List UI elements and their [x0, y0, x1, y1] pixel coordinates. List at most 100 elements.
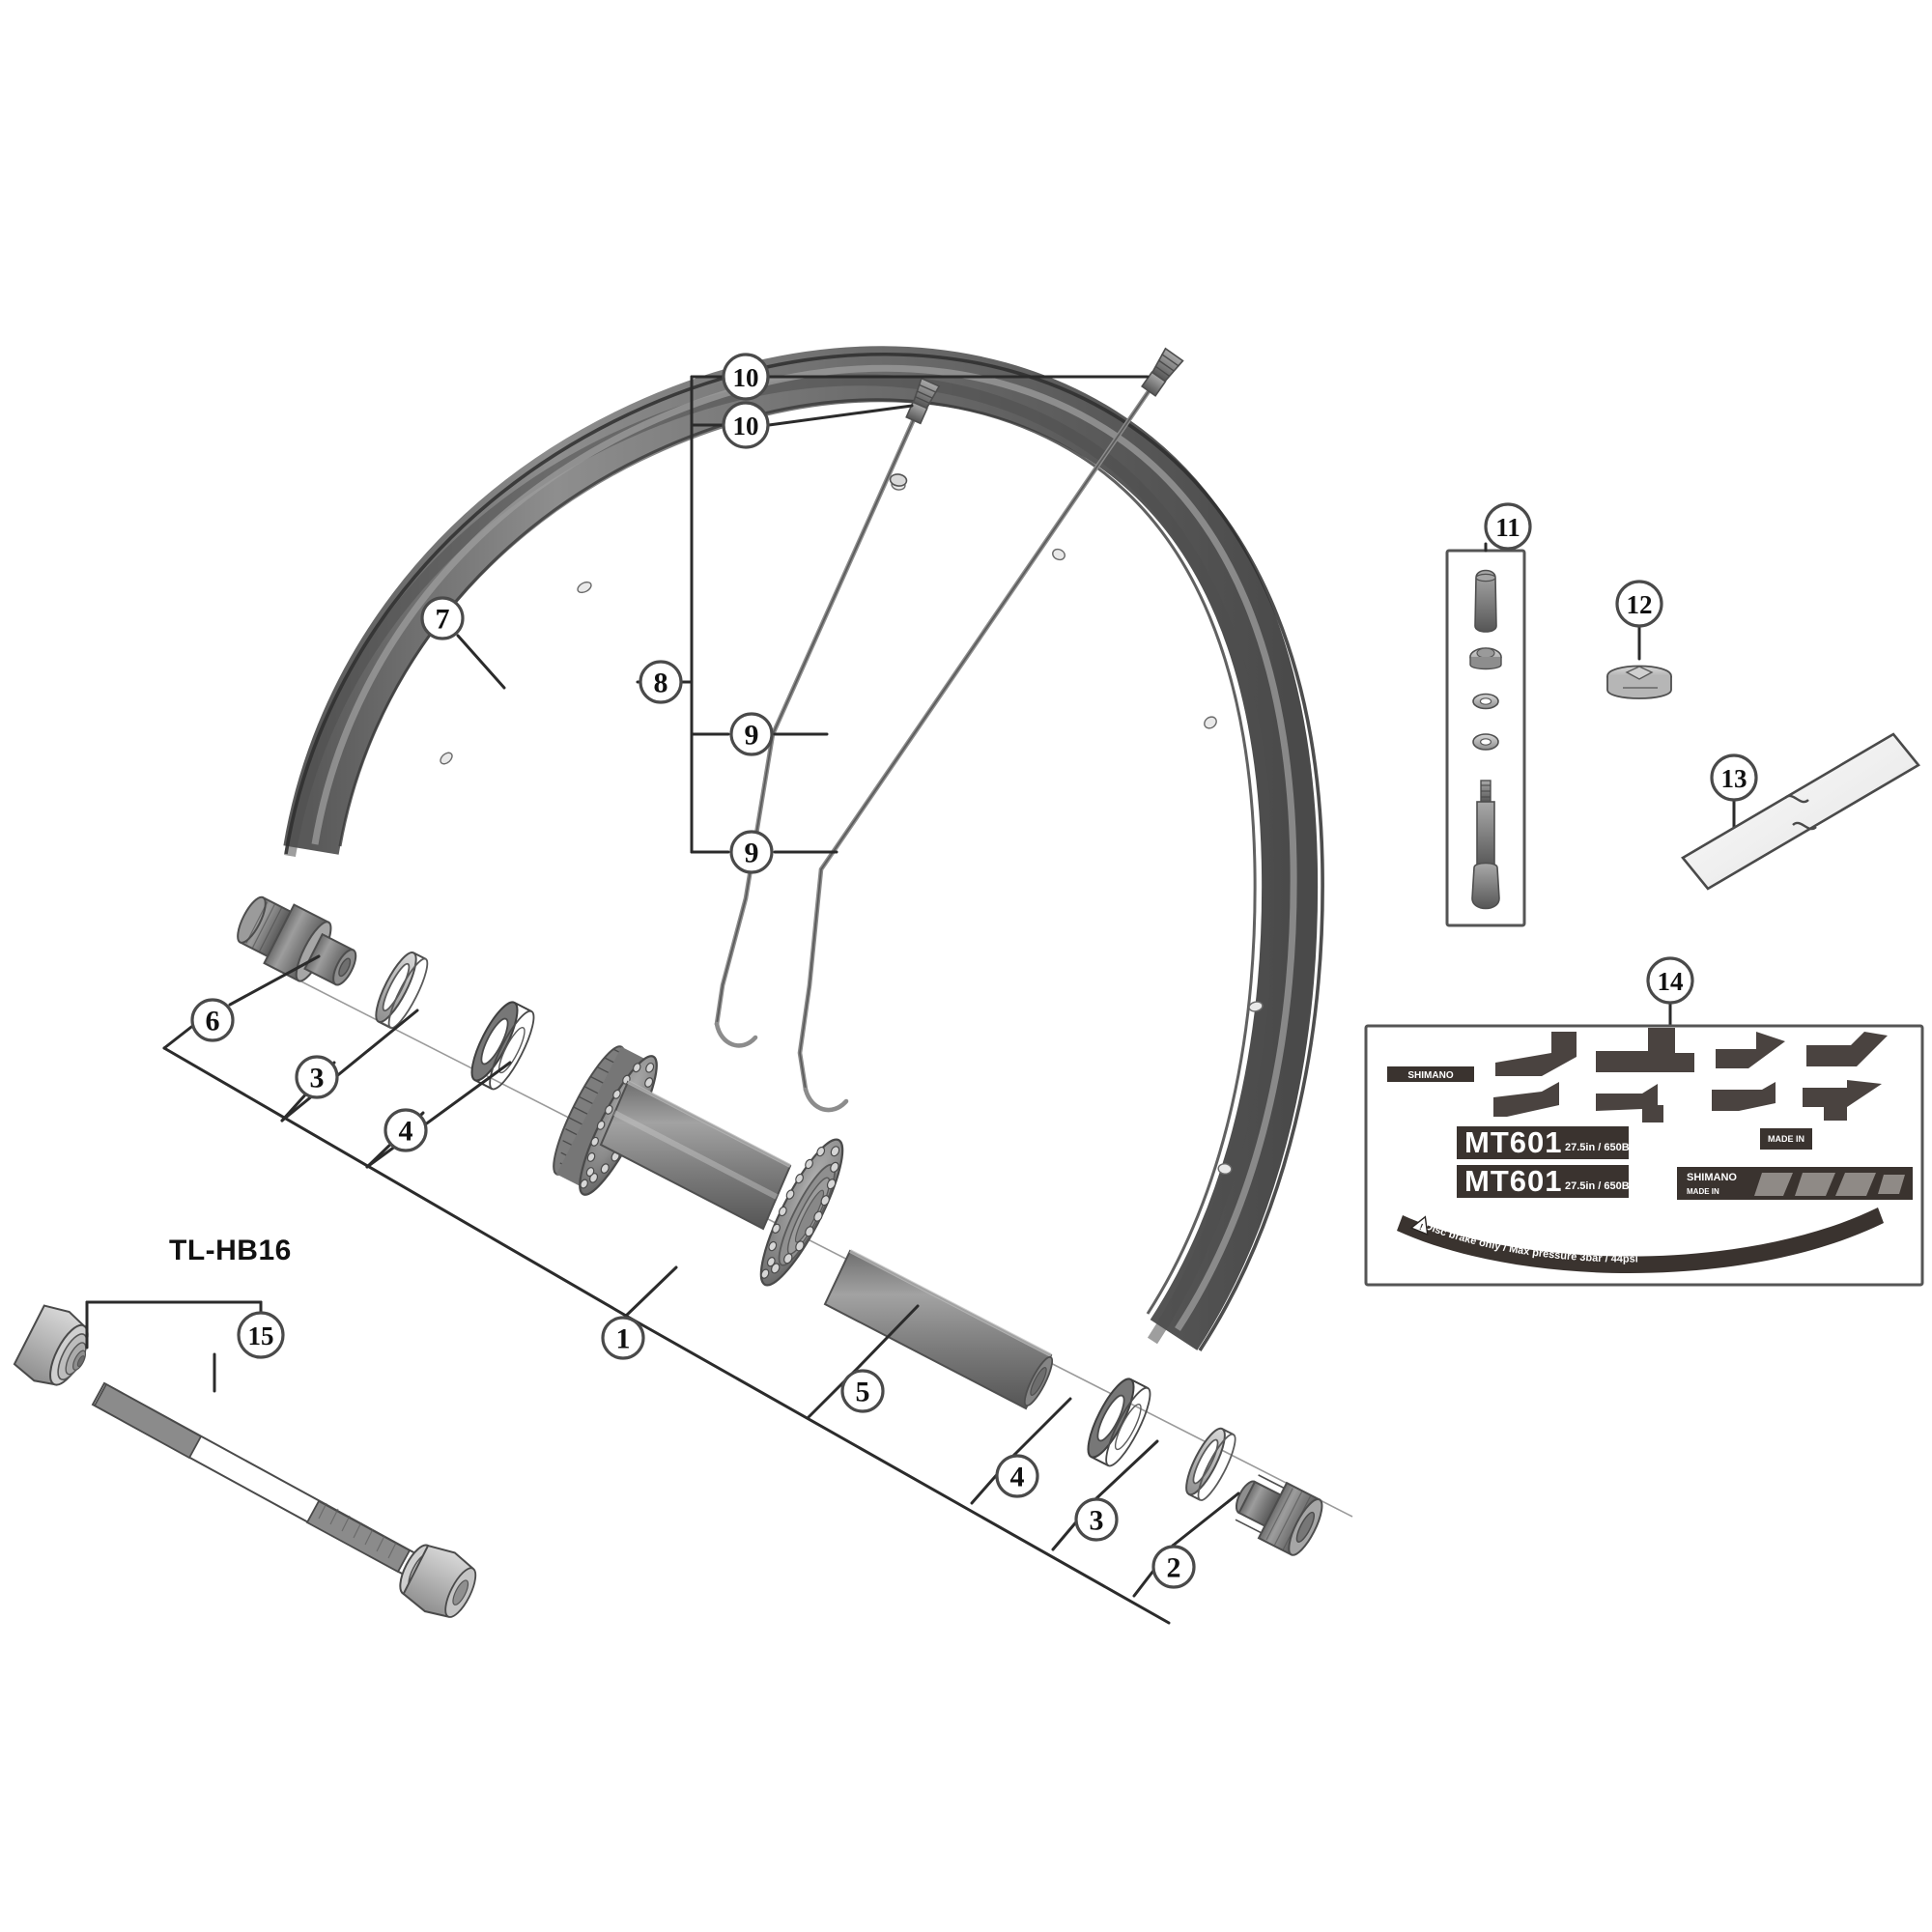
rim [283, 346, 1324, 1351]
decal-made-in-text: MADE IN [1768, 1134, 1804, 1144]
leader-lines-top [456, 375, 1150, 854]
callout-number: 5 [856, 1377, 870, 1408]
callout-circle [1151, 1545, 1196, 1589]
callout-10-nipple-long[interactable]: 10 [722, 353, 770, 401]
decal-model-sub-1: 27.5in / 650B [1565, 1142, 1630, 1153]
callout-5-axle-spacer[interactable]: 5 [840, 1369, 885, 1413]
callout-9-spoke-b[interactable]: 9 [729, 830, 774, 874]
decal-logo-made-in-text: MADE IN [1687, 1187, 1719, 1196]
tool-model-label: TL-HB16 [169, 1235, 292, 1266]
decal-model-strip-1: MT601 27.5in / 650B [1457, 1125, 1630, 1159]
valve-lock-nut [1606, 621, 1672, 699]
spoke-long [797, 379, 1158, 1113]
callout-number: 3 [310, 1063, 325, 1094]
end-cap-right [1235, 1474, 1323, 1556]
callout-number: 9 [745, 838, 759, 869]
tl-hb16-tool [13, 1300, 477, 1618]
decal-logo-strip: SHIMANO MADE IN [1677, 1167, 1913, 1200]
callout-number: 4 [1010, 1462, 1025, 1493]
decal-made-in-strip: MADE IN [1760, 1128, 1812, 1150]
callout-number: 15 [248, 1321, 274, 1350]
callout-circle [1615, 580, 1663, 628]
callout-7-rim[interactable]: 7 [420, 596, 465, 640]
callout-number: 12 [1627, 590, 1653, 619]
callout-4-bearing-right[interactable]: 4 [995, 1454, 1039, 1498]
spoke-short [714, 408, 921, 1048]
decal-chevrons [1493, 1028, 1888, 1122]
callout-11-valve-kit-panel[interactable]: 11 [1484, 502, 1532, 551]
callout-6-end-cap-left[interactable]: 6 [190, 998, 235, 1042]
callout-layer: 10 10 7 8 9 9 11 12 13 14 6 3 4 1 15 5 4 3 2 [190, 353, 1758, 1589]
callout-number: 9 [745, 720, 759, 752]
callout-circle [1484, 502, 1532, 551]
valve-nut-icon [1469, 647, 1502, 670]
bearing-right [1087, 1378, 1151, 1467]
callout-circle [722, 401, 770, 449]
callout-number: 1 [616, 1323, 631, 1355]
callout-3-seal-right[interactable]: 3 [1074, 1497, 1119, 1542]
callout-circle [420, 596, 465, 640]
callout-number: 3 [1090, 1505, 1104, 1537]
callout-8-spoke-bracket[interactable]: 8 [639, 660, 683, 704]
valve-kit-panel [1445, 542, 1526, 927]
callout-1-hub-shell[interactable]: 1 [601, 1316, 645, 1360]
callout-14-decal-sheet-panel[interactable]: 14 [1646, 956, 1694, 1005]
callout-circle [995, 1454, 1039, 1498]
callout-3-seal-left[interactable]: 3 [295, 1055, 339, 1099]
callout-circle [237, 1311, 285, 1359]
decal-model-strip-2: MT601 27.5in / 650B [1457, 1164, 1630, 1198]
callout-10-nipple-short[interactable]: 10 [722, 401, 770, 449]
decal-model-sub-2: 27.5in / 650B [1565, 1180, 1630, 1192]
decal-logo-brand-text: SHIMANO [1687, 1172, 1737, 1183]
callout-circle [729, 712, 774, 756]
callout-15-tl-hb16-tool[interactable]: 15 [237, 1311, 285, 1359]
callout-number: 8 [654, 668, 668, 699]
callout-number: 4 [399, 1116, 413, 1148]
callout-number: 10 [733, 412, 759, 440]
callout-circle [295, 1055, 339, 1099]
callout-circle [639, 660, 683, 704]
callout-circle [729, 830, 774, 874]
decal-model-text-1: MT601 [1464, 1125, 1562, 1159]
callout-number: 7 [436, 604, 450, 636]
spoke-nipple-long [1141, 347, 1184, 397]
callout-number: 11 [1495, 513, 1520, 542]
spoke-group [714, 347, 1184, 1113]
callout-number: 2 [1167, 1552, 1181, 1584]
callout-circle [1074, 1497, 1119, 1542]
seal-left [375, 952, 429, 1030]
callout-4-bearing-left[interactable]: 4 [384, 1108, 428, 1152]
decal-sheet-panel: SHIMANO MT601 27.5in / 650B MT601 27.5in… [1364, 998, 1924, 1287]
callout-circle [190, 998, 235, 1042]
callout-number: 14 [1658, 967, 1684, 996]
callout-circle [840, 1369, 885, 1413]
axle-spacer [823, 1249, 1054, 1410]
callout-12-valve-nut[interactable]: 12 [1615, 580, 1663, 628]
callout-circle [384, 1108, 428, 1152]
callout-circle [601, 1316, 645, 1360]
bearing-left [470, 1001, 535, 1091]
rim-tape [1681, 732, 1920, 891]
hub-axis-line [289, 975, 1353, 1518]
seal-right [1185, 1427, 1236, 1501]
end-cap-left [237, 895, 357, 986]
callout-13-rim-tape[interactable]: 13 [1710, 753, 1758, 802]
decal-model-text-2: MT601 [1464, 1164, 1562, 1198]
callout-2-end-cap-right[interactable]: 2 [1151, 1545, 1196, 1589]
warning-triangle-icon: ! [1409, 1215, 1429, 1236]
decal-brand-strip-small: SHIMANO [1387, 1066, 1474, 1082]
callout-circle [1646, 956, 1694, 1005]
callout-number: 10 [733, 363, 759, 392]
o-ring-large-icon [1472, 693, 1499, 710]
callout-circle [722, 353, 770, 401]
valve-cap-icon [1474, 569, 1497, 633]
callout-9-spoke-a[interactable]: 9 [729, 712, 774, 756]
svg-text:!: ! [1418, 1222, 1425, 1232]
o-ring-small-icon [1472, 733, 1499, 751]
callout-number: 6 [206, 1006, 220, 1037]
rim-valve-hole [889, 473, 908, 487]
callout-number: 13 [1721, 764, 1747, 793]
hub-shell [553, 1045, 844, 1287]
